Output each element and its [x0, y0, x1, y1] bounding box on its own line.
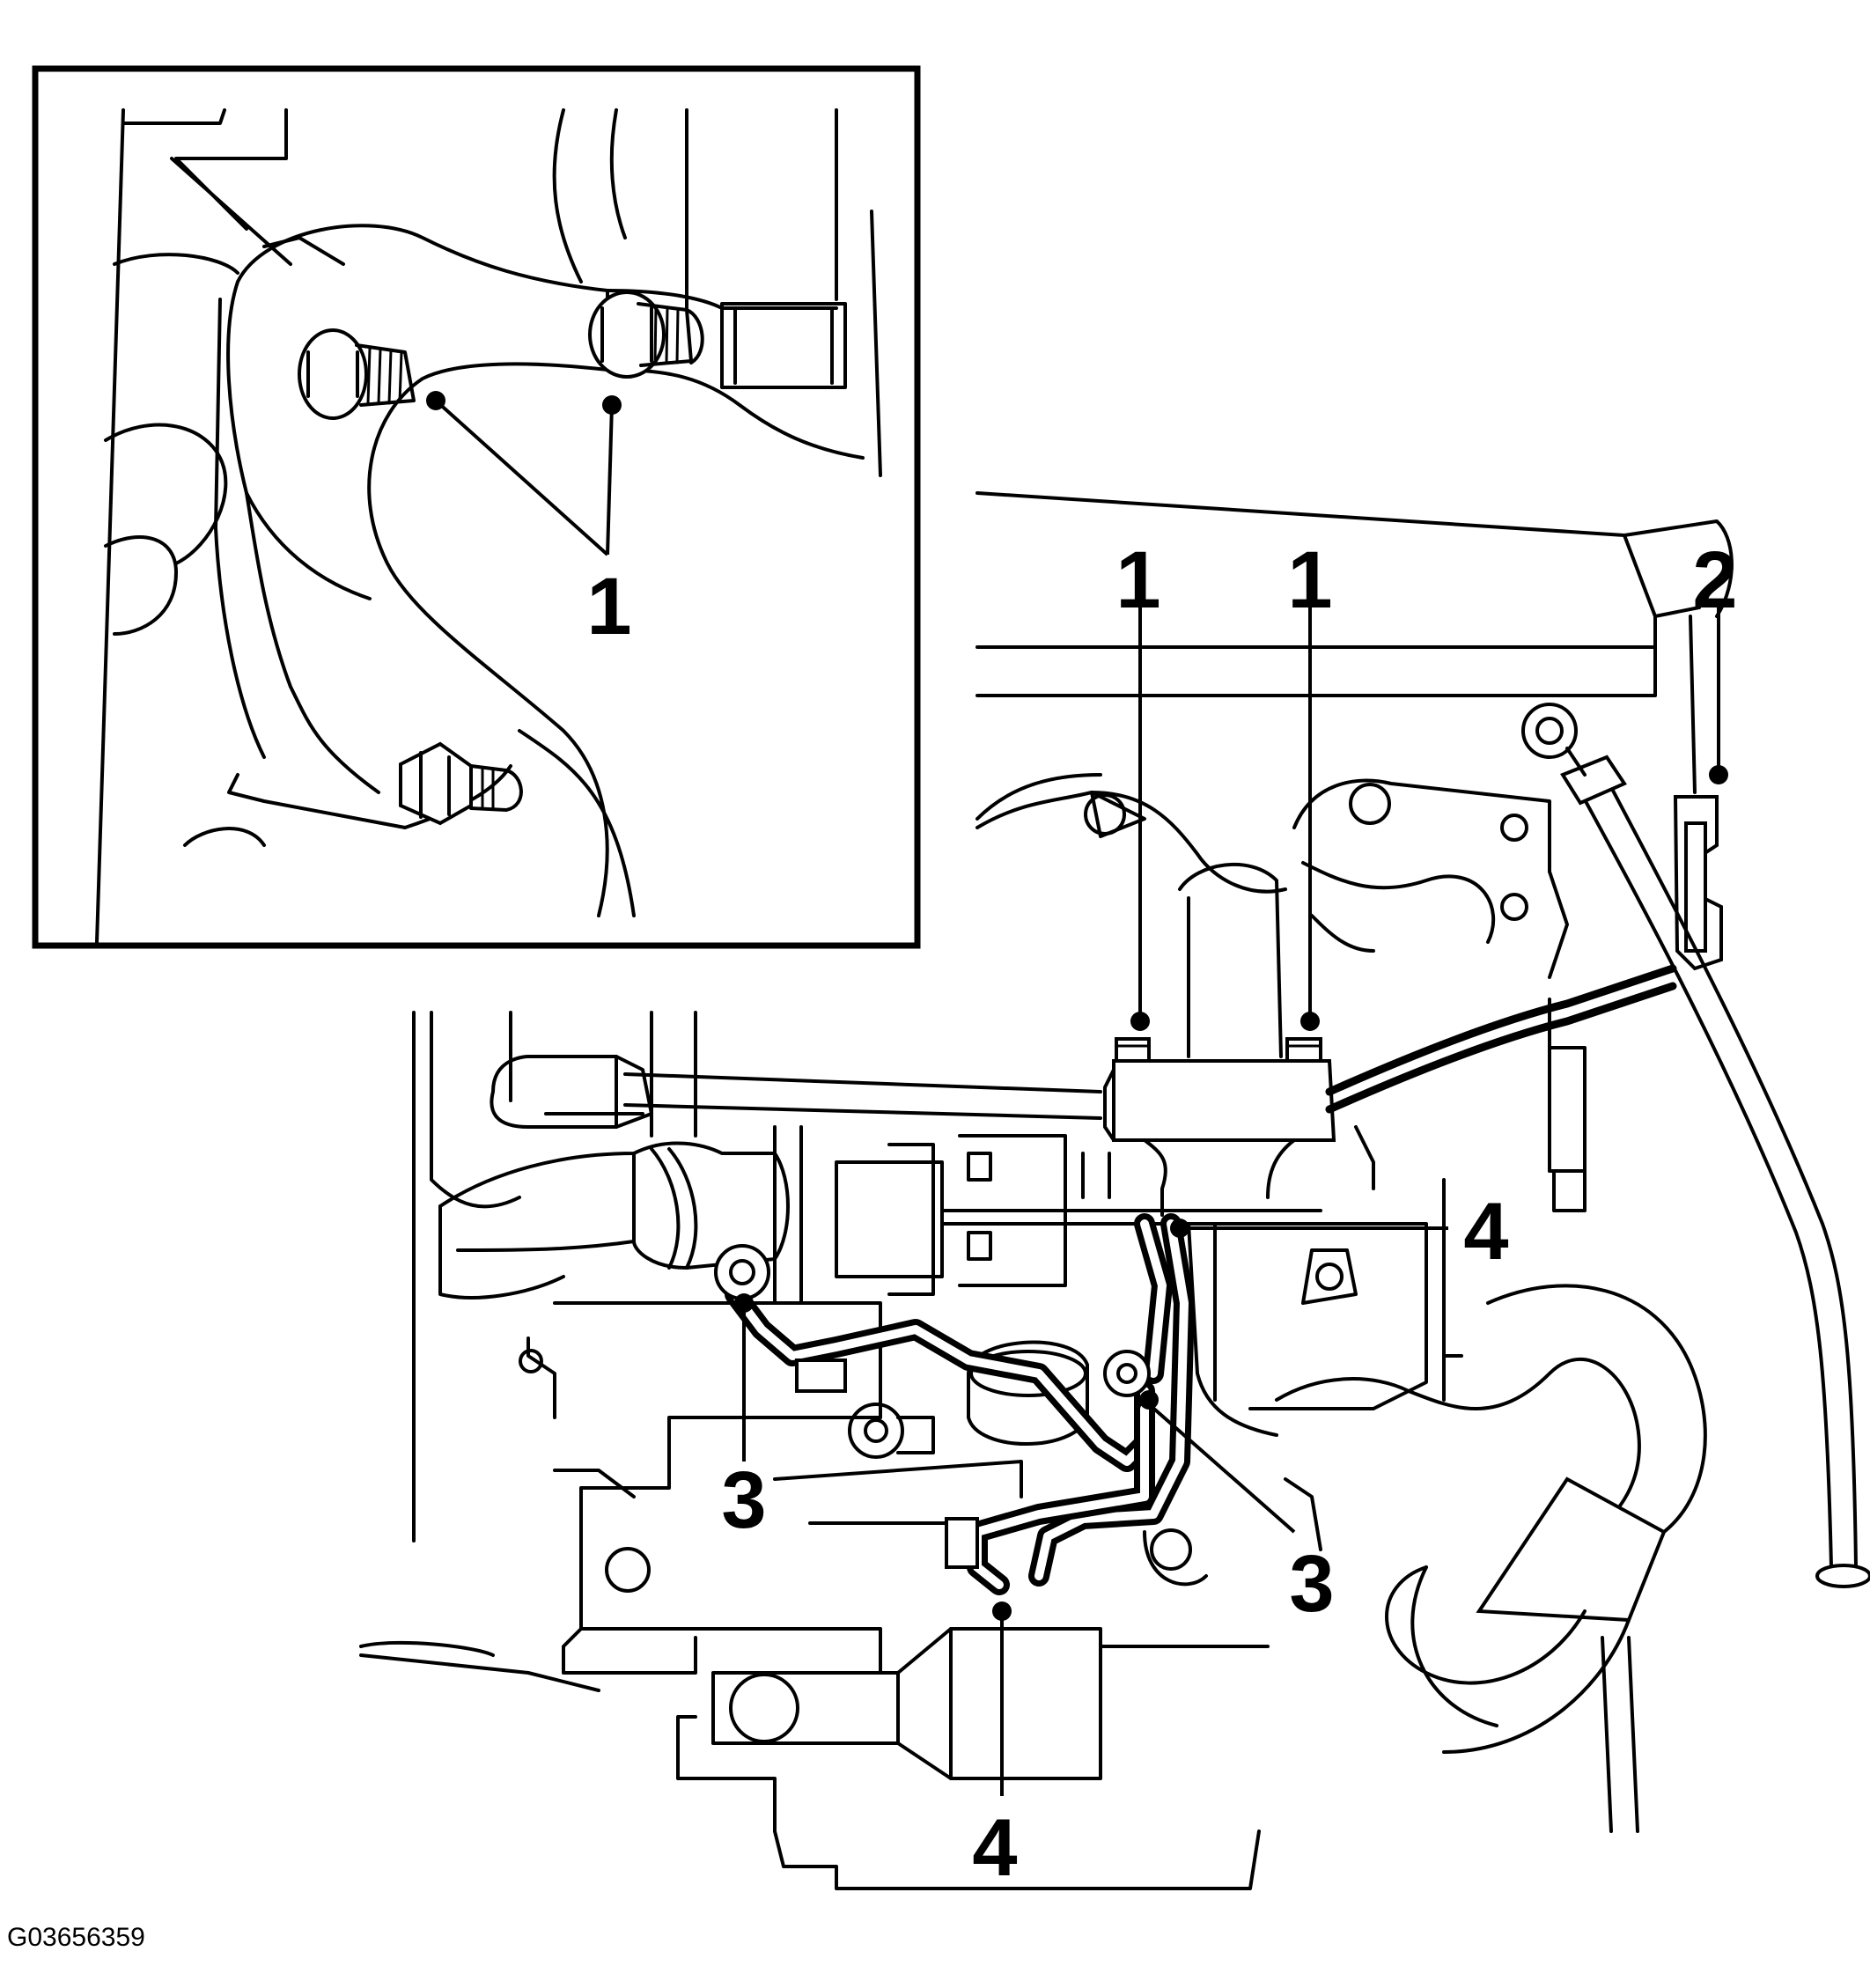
fuel-pipes — [714, 1213, 1195, 1595]
callout-main-4b: 4 — [972, 1803, 1017, 1893]
detail-inset: 1 — [32, 65, 921, 949]
main-engine-view: 1 1 2 3 3 4 4 — [359, 491, 1870, 1893]
figure-code: G03656359 — [7, 1923, 145, 1952]
callout-main-4a: 4 — [1463, 1187, 1508, 1277]
inset-bolt-upper-right — [588, 291, 704, 379]
callout-main-2: 2 — [1692, 535, 1737, 625]
callout-main-1a: 1 — [1115, 535, 1160, 625]
callout-inset-1: 1 — [586, 562, 631, 652]
callout-main-3a: 3 — [721, 1455, 766, 1545]
inset-bolt-upper-left — [298, 328, 416, 420]
callout-main-1b: 1 — [1287, 535, 1332, 625]
inset-bolt-lower — [399, 741, 523, 826]
connector-2 — [1673, 795, 1723, 971]
callout-main-3b: 3 — [1289, 1539, 1334, 1629]
